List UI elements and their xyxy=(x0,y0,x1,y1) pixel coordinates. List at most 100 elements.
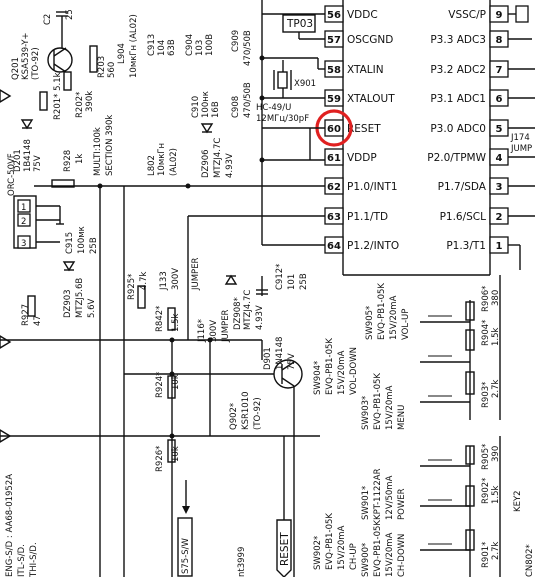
pin-signal: P3.2 ADC2 xyxy=(430,64,486,76)
dz908-label: DZ908* xyxy=(233,297,243,330)
l904-label: L904 xyxy=(117,43,127,64)
r904-label: R904* xyxy=(481,320,491,346)
r906-value: 380 xyxy=(491,290,501,306)
x901-crystal: X901 HC-49/U 12MГц/30pF xyxy=(256,70,316,124)
con-pin-2: 2 xyxy=(21,217,26,227)
pin-number: 3 xyxy=(496,182,503,193)
c910-rating: 16B xyxy=(211,101,221,118)
r901-resistor: R901* 2.7k xyxy=(465,529,501,568)
r904-value: 1.5k xyxy=(491,327,501,346)
d901-label: D901 xyxy=(263,347,273,370)
eng-note: ENG-S/D : AA68-01952A xyxy=(5,474,15,577)
q201-transistor: Q201 KSA539-Y+ (TO-92) xyxy=(11,32,73,80)
xtal-freq-label: 12MГц/30pF xyxy=(256,114,309,124)
c908-capacitor: C908 470/50B xyxy=(231,82,253,118)
ic-pin-8: 8 P3.3 ADC3 xyxy=(430,30,509,48)
c915-value: 100мк xyxy=(77,226,87,254)
r906-label: R906* xyxy=(481,286,491,312)
sw904-part: EVQ-PB1-05K xyxy=(325,338,335,395)
sw902-switch: SW902* EVQ-PB1-05K 15V/20mA CH-UP xyxy=(313,513,359,570)
pin-number: 8 xyxy=(496,35,503,46)
c913-label: C913 xyxy=(147,34,157,56)
r201-label: R201* 5.1k xyxy=(53,72,63,120)
ic-pin-60: 60 RESET xyxy=(324,119,381,137)
vddp-bus xyxy=(34,160,325,246)
c913-rating: 63B xyxy=(167,39,177,56)
r905-resistor: R905* 390 xyxy=(465,444,501,470)
ic-left-pins: 56 VDDC 57 OSCGND 58 XTALIN 59 XTALOUT 6… xyxy=(324,5,399,254)
c910-label: C910 xyxy=(191,96,201,118)
pin-signal: VSSC/P xyxy=(448,9,486,21)
tp03-label: TP03 xyxy=(286,18,313,30)
r842-resistor: R842* 1.5k xyxy=(155,306,181,332)
c912-label: C912* xyxy=(275,264,285,290)
ic-pin-58: 58 XTALIN xyxy=(324,60,384,78)
sw902-rating: 15V/20mA xyxy=(337,525,347,570)
pin-signal: P1.1/TD xyxy=(347,211,388,223)
r202-resistor: R202* 390k xyxy=(63,71,95,118)
l904-value: 10мкГн (AL02) xyxy=(129,14,139,78)
pin-number: 63 xyxy=(327,212,341,223)
pin-number: 58 xyxy=(327,65,341,76)
ic-right-pins: 9 VSSC/P 8 P3.3 ADC3 7 P3.2 ADC2 6 P3.1 … xyxy=(427,5,509,254)
sw900-label: SW900* xyxy=(361,543,371,577)
sw902-label: SW902* xyxy=(313,536,323,570)
pin-signal: OSCGND xyxy=(347,34,393,46)
r203-label: R203 xyxy=(97,56,107,78)
pin-signal: VDDP xyxy=(347,152,377,164)
key2-label: KEY2 xyxy=(513,490,523,512)
r927-value: 47 xyxy=(33,315,43,326)
con-pin-3: 3 xyxy=(21,239,26,249)
pin-signal: VDDC xyxy=(347,9,378,21)
r925-value: 4.7k xyxy=(139,271,149,290)
d201-label: D201 xyxy=(13,149,23,172)
sw904-switch: SW904* EVQ-PB1-05K 15V/20mA VOL-DOWN xyxy=(313,338,359,395)
r926-label: R926* xyxy=(155,446,165,472)
d201-part: 1B4148 xyxy=(23,139,33,172)
ic-pin-2: 2 P1.6/SCL xyxy=(440,207,509,225)
pin-number: 62 xyxy=(327,182,341,193)
pin-signal: P3.0 ADC0 xyxy=(430,123,486,135)
l802-pkg: (AL02) xyxy=(169,148,179,176)
thi-note: THI-S/D. xyxy=(29,542,39,577)
pin-signal: P1.0/INT1 xyxy=(347,181,398,193)
sw903-part: EVQ-PB1-05K xyxy=(373,373,383,430)
ic-pin-1: 1 P1.3/T1 xyxy=(446,236,509,254)
j133-value: 300V xyxy=(171,268,181,290)
r928-label: R928 xyxy=(63,150,73,172)
r902-value: 1.5k xyxy=(491,485,501,504)
r842-value: 1.5k xyxy=(171,313,181,332)
r842-label: R842* xyxy=(155,306,165,332)
d201-value: 75V xyxy=(33,155,43,172)
c904-capacitor: C904 103 100B xyxy=(185,34,215,56)
c909-capacitor: C909 470/50B xyxy=(231,30,253,66)
r905-value: 390 xyxy=(491,446,501,462)
c910-capacitor: C910 100нк 16B xyxy=(191,91,221,118)
c2-label: C2 xyxy=(43,14,53,25)
j133-label: J133 xyxy=(159,271,169,291)
cn802-label: CN802* xyxy=(525,544,535,577)
dz903-zener: DZ903 MTZJ5.6B 5.6V xyxy=(62,261,97,318)
q902-transistor: Q902* KSR1010 (TO-92) xyxy=(124,359,303,430)
nt3999-label: nt3999 xyxy=(237,547,247,577)
sw904-function: VOL-DOWN xyxy=(349,347,359,395)
ic-pin-6: 6 P3.1 ADC1 xyxy=(430,89,509,107)
r901-label: R901* xyxy=(481,542,491,568)
crystal-wiring xyxy=(259,0,325,160)
pin-number: 7 xyxy=(496,65,503,76)
dz903-value: 5.6V xyxy=(87,298,97,318)
sw903-function: MENU xyxy=(397,405,407,430)
r904-resistor: R904* 1.5k xyxy=(465,320,501,351)
pin-number: 4 xyxy=(496,153,503,164)
ic-pin-62: 62 P1.0/INT1 xyxy=(324,177,398,195)
s75-label: S75-S/W xyxy=(181,537,191,574)
c2-value: 25 xyxy=(65,9,75,20)
lower-switch-contacts xyxy=(420,436,501,577)
r202-label: R202* xyxy=(75,92,85,118)
j174-label: J174 xyxy=(510,133,530,143)
c904-value: 103 xyxy=(195,40,205,56)
sw904-rating: 15V/20mA xyxy=(337,350,347,395)
right-pin-wiring: J174 JUMP xyxy=(508,5,535,270)
sw905-part: EVQ-PB1-05K xyxy=(377,283,387,340)
pin-signal: P1.2/INTO xyxy=(347,240,399,252)
